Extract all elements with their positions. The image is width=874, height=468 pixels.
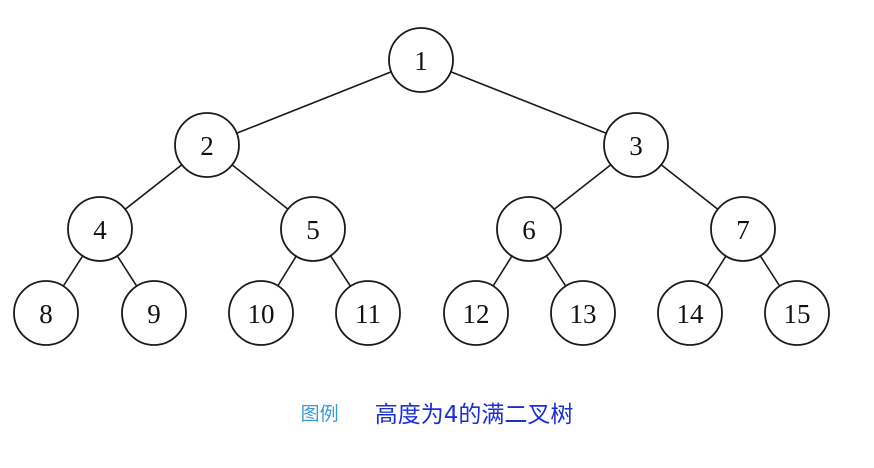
node-label: 14 [677, 299, 705, 329]
node-label: 4 [93, 215, 107, 245]
node-label: 10 [248, 299, 275, 329]
node-circle [13, 280, 79, 346]
tree-node-8: 8 [13, 280, 79, 346]
tree-node-10: 10 [228, 280, 294, 346]
tree-node-5: 5 [280, 196, 346, 262]
node-label: 3 [629, 131, 643, 161]
node-label: 5 [306, 215, 320, 245]
caption-title: 高度为4的满二叉树 [374, 402, 574, 428]
tree-node-3: 3 [603, 112, 669, 178]
tree-node-11: 11 [335, 280, 401, 346]
tree-node-9: 9 [121, 280, 187, 346]
node-circle [388, 27, 454, 93]
node-circle [121, 280, 187, 346]
node-circle [764, 280, 830, 346]
tree-node-12: 12 [443, 280, 509, 346]
tree-edges [45, 59, 798, 314]
node-circle [335, 280, 401, 346]
tree-node-15: 15 [764, 280, 830, 346]
node-circle [550, 280, 616, 346]
tree-node-13: 13 [550, 280, 616, 346]
tree-node-4: 4 [67, 196, 133, 262]
figure-caption: 图例 高度为4的满二叉树 [0, 392, 874, 432]
tree-node-6: 6 [496, 196, 562, 262]
node-label: 8 [39, 299, 53, 329]
tree-node-1: 1 [388, 27, 454, 93]
node-label: 13 [570, 299, 597, 329]
tree-node-14: 14 [657, 280, 723, 346]
node-circle [174, 112, 240, 178]
node-label: 9 [147, 299, 161, 329]
node-circle [496, 196, 562, 262]
tree-node-7: 7 [710, 196, 776, 262]
caption-tag: 图例 [300, 402, 339, 425]
node-circle [67, 196, 133, 262]
node-label: 11 [355, 299, 381, 329]
edge-1-3 [420, 59, 637, 146]
node-circle [710, 196, 776, 262]
tree-node-2: 2 [174, 112, 240, 178]
node-label: 12 [463, 299, 490, 329]
node-label: 6 [522, 215, 536, 245]
node-circle [657, 280, 723, 346]
node-circle [443, 280, 509, 346]
node-label: 15 [784, 299, 811, 329]
node-circle [228, 280, 294, 346]
edge-1-2 [206, 59, 422, 146]
node-label: 2 [200, 131, 214, 161]
node-label: 1 [414, 46, 428, 76]
node-circle [603, 112, 669, 178]
node-label: 7 [736, 215, 750, 245]
node-circle [280, 196, 346, 262]
